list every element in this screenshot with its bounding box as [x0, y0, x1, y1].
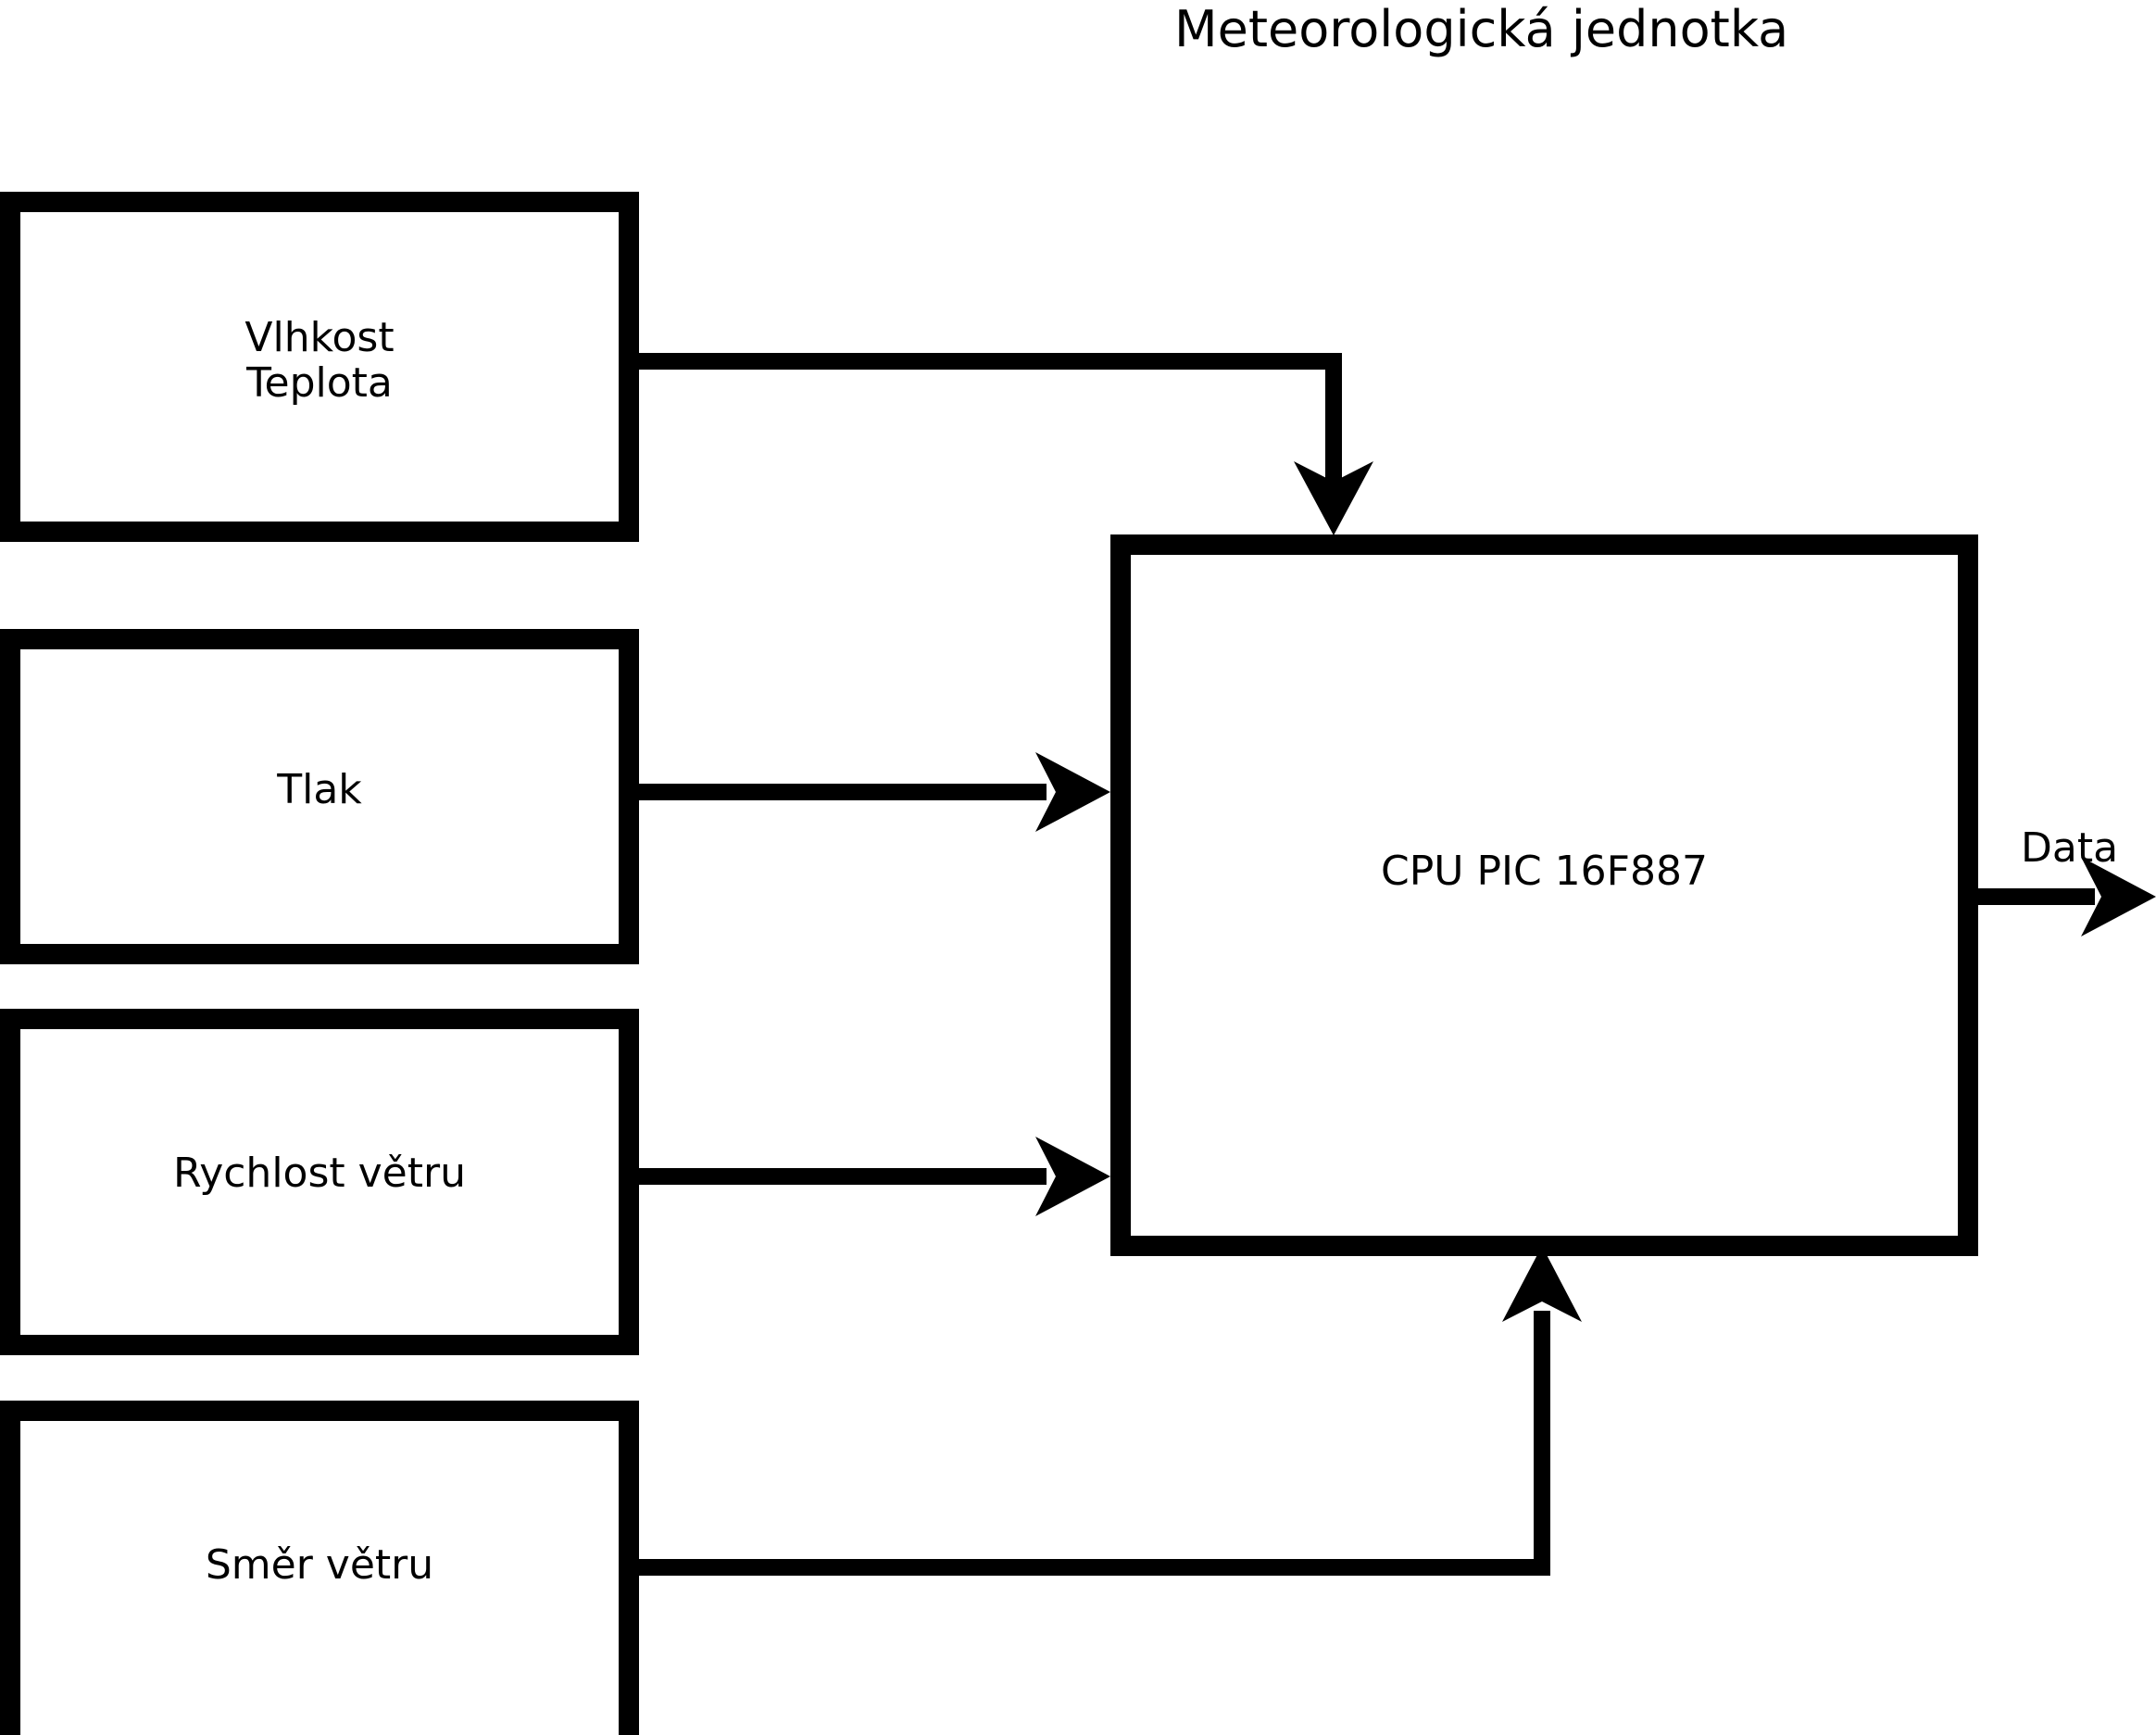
node-wind-speed-rect[interactable] — [0, 1009, 639, 1355]
edge-winddirection-to-cpu — [629, 1246, 1582, 1576]
edge-cpu-to-data-label: Data — [2021, 824, 2119, 872]
node-cpu-rect[interactable] — [1110, 534, 1978, 1256]
node-pressure-label: Tlak — [277, 766, 362, 813]
node-humidity-temperature-rect[interactable] — [0, 192, 639, 542]
edge-pressure-to-cpu — [629, 752, 1110, 832]
node-wind-speed-label: Rychlost větru — [173, 1150, 466, 1197]
edge-windspeed-to-cpu — [629, 1137, 1110, 1216]
edge-humidity-to-cpu — [629, 353, 1373, 535]
node-pressure-rect[interactable] — [0, 629, 639, 964]
node-wind-direction-label: Směr větru — [205, 1541, 434, 1589]
node-humidity-temperature-label: Vlhkost Teplota — [244, 314, 395, 408]
node-wind-direction-rect[interactable] — [0, 1401, 639, 1735]
edge-cpu-to-data — [1968, 857, 2156, 937]
node-cpu-label: CPU PIC 16F887 — [1381, 848, 1708, 895]
page-title: Meteorologická jednotka — [1174, 0, 1789, 58]
